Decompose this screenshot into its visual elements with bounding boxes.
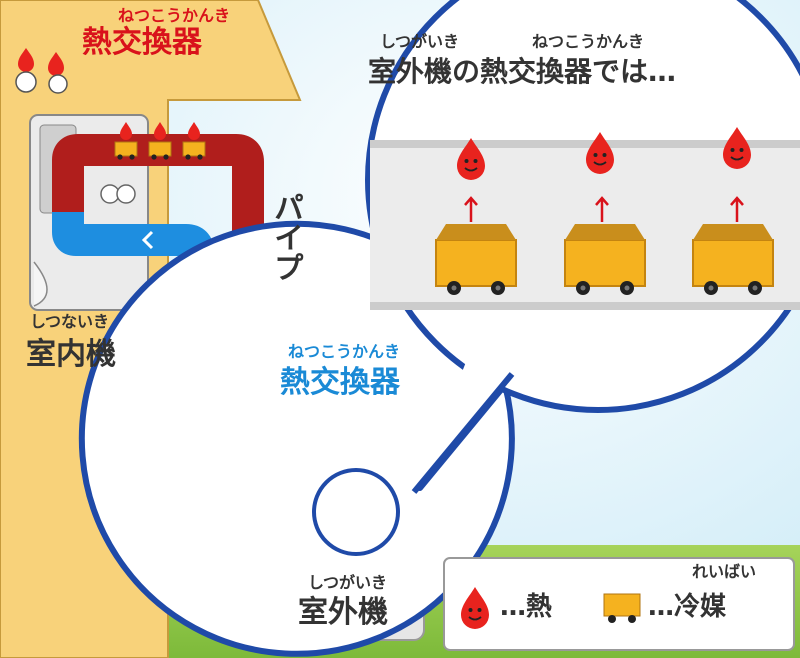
outdoor-exchanger-ruby: ねつこうかんき [288, 342, 401, 361]
indoor-people-icon [100, 184, 136, 204]
exchanger-strip-bottom [370, 302, 800, 310]
exchanger-strip-top [370, 140, 800, 148]
legend-refrigerant-ruby: れいばい [692, 562, 757, 581]
zoom-callout-tail-edge [411, 372, 515, 494]
zoom-refrigerant-cart [692, 223, 774, 296]
outdoor-exchanger-label: 熱交換器 [280, 365, 400, 400]
pipe-label: パイプ [268, 192, 303, 282]
zoom-target-circle [312, 468, 400, 556]
zoom-caption: 室外機の熱交換器では… [368, 55, 677, 88]
indoor-unit-ruby: しつないき [30, 312, 110, 331]
zoom-refrigerant-cart [564, 223, 646, 296]
outdoor-unit-ruby: しつがいき [308, 573, 388, 592]
zoom-callout-tail [414, 352, 510, 492]
legend-box [443, 557, 795, 651]
indoor-unit-label: 室内機 [26, 337, 116, 372]
legend-heat-label: …熱 [500, 592, 553, 622]
indoor-heat-drops-icon [6, 44, 76, 94]
indoor-exchanger-label: 熱交換器 [82, 25, 202, 60]
legend-refrigerant-label: …冷媒 [648, 592, 727, 622]
legend-refrigerant-icon [603, 593, 641, 623]
zoom-refrigerant-cart [435, 223, 517, 296]
zoom-ruby-exchanger: ねつこうかんき [532, 32, 645, 51]
zoom-up-arrows [464, 196, 744, 222]
outdoor-unit-label: 室外機 [298, 595, 388, 630]
zoom-ruby-outdoor: しつがいき [380, 32, 460, 51]
indoor-exchanger-ruby: ねつこうかんき [118, 6, 231, 25]
